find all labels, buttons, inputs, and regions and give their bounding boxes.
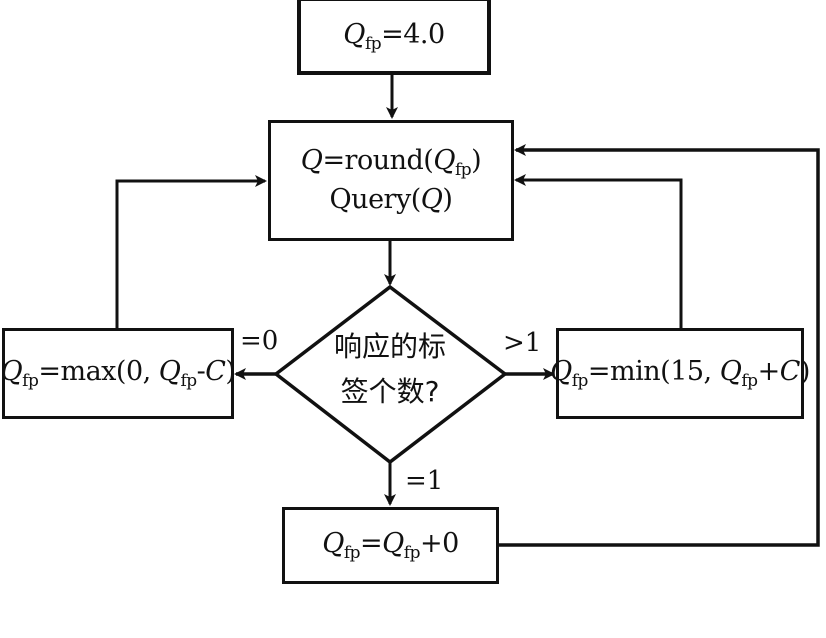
decrease-node: Qfp=max(0, Qfp-C) (1, 328, 236, 419)
init-sub: fp (364, 33, 382, 54)
decrease-label: Qfp=max(0, Qfp-C) (1, 354, 236, 393)
query-line-1: Q=round(Qfp) (300, 143, 482, 182)
keep-label: Qfp=Qfp+0 (322, 526, 459, 565)
query-line-2: Query(Q) (330, 182, 453, 218)
increase-var2: Q (719, 356, 742, 388)
keep-plus-zero: +0 (419, 528, 459, 560)
init-var: Q (343, 18, 365, 50)
keep-var: Q (322, 528, 344, 560)
decrease-var2: Q (158, 356, 181, 388)
decrease-sub: fp (22, 371, 39, 392)
query-sub2: fp (454, 159, 472, 180)
increase-func: =min(15, (587, 356, 720, 388)
decrease-func: =max(0, (38, 356, 159, 388)
edge-label-one: =1 (405, 466, 444, 496)
query-var2: Q (433, 144, 455, 176)
edge-increase-to-query (514, 174, 683, 328)
query-var: Q (300, 144, 323, 176)
query-arg: Q (420, 183, 443, 215)
decision-line-2: 签个数? (340, 374, 440, 408)
keep-sub: fp (343, 543, 361, 564)
increase-close: ) (799, 356, 811, 388)
increase-sub: fp (571, 371, 589, 392)
query-func-close: ) (442, 183, 453, 215)
increase-var: Q (550, 356, 572, 388)
decrease-close: ) (225, 356, 236, 388)
increase-sub2: fp (741, 371, 758, 392)
keep-sub2: fp (403, 543, 421, 564)
decrease-var: Q (0, 356, 23, 388)
decrease-op: - (196, 356, 206, 388)
keep-node: Qfp=Qfp+0 (282, 507, 499, 584)
edge-decrease-to-query (115, 175, 267, 328)
init-label: Qfp=4.0 (343, 17, 445, 56)
decrease-sub2: fp (180, 371, 197, 392)
edge-label-greater-one: >1 (503, 328, 542, 358)
increase-op: + (757, 356, 781, 388)
query-round: =round( (322, 144, 434, 176)
init-value: =4.0 (381, 18, 445, 50)
decision-line-1: 响应的标 (333, 330, 446, 363)
increase-c: C (779, 356, 801, 388)
keep-eq: = (360, 528, 383, 560)
init-node: Qfp=4.0 (297, 0, 491, 75)
decrease-c: C (205, 356, 226, 388)
query-func: Query( (329, 183, 422, 215)
query-node: Q=round(Qfp) Query(Q) (268, 120, 514, 241)
query-close: ) (471, 144, 482, 176)
keep-var2: Q (382, 528, 404, 560)
decision-label: 响应的标 签个数? (318, 325, 462, 415)
edge-label-zero: =0 (240, 326, 279, 356)
increase-node: Qfp=min(15, Qfp+C) (550, 328, 810, 419)
edge-keep-to-query (498, 144, 820, 547)
increase-label: Qfp=min(15, Qfp+C) (550, 354, 810, 393)
